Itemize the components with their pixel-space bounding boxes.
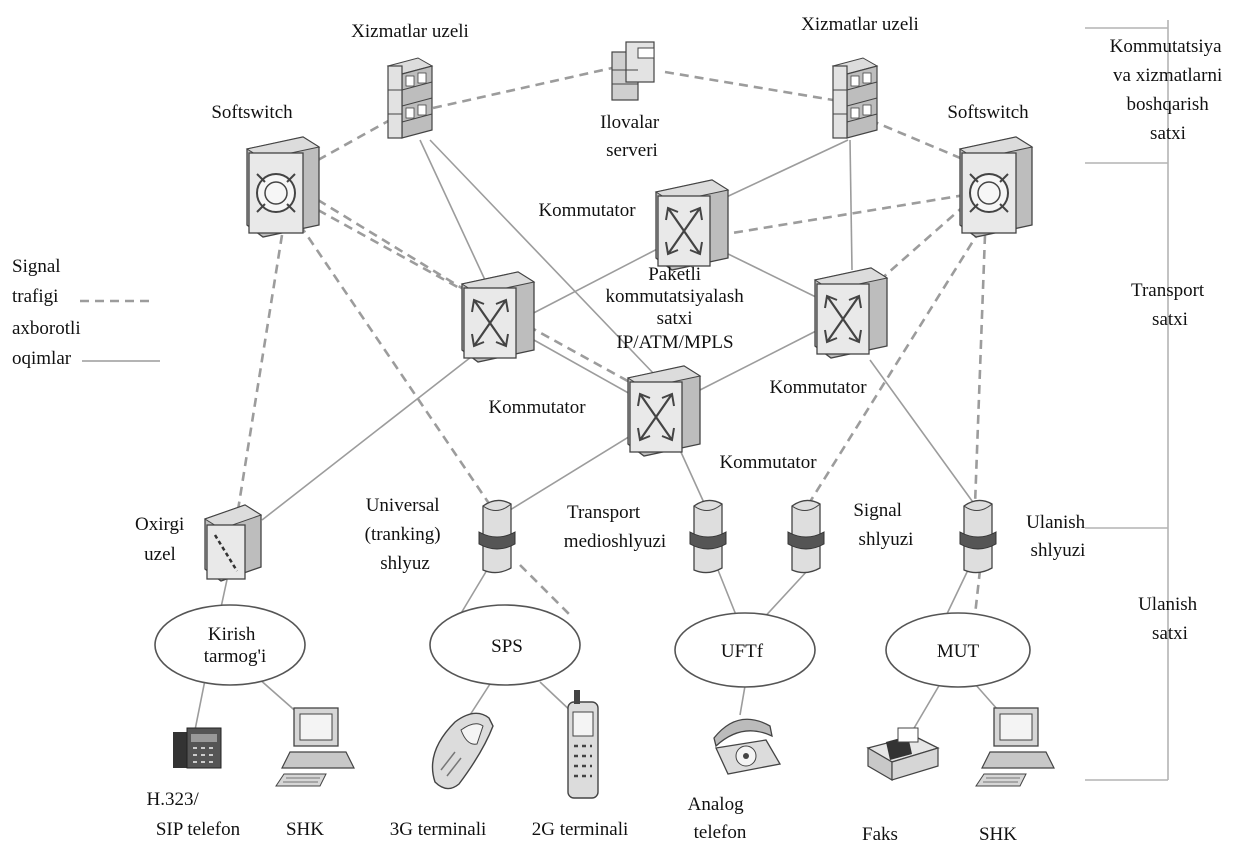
info-link: [739, 685, 746, 716]
analog-phone-icon: [713, 718, 782, 775]
mobile-3g-label: 3G terminali: [390, 819, 487, 840]
transport-gateway-icon: [689, 499, 727, 574]
app-server-icon: [611, 41, 655, 101]
switch-center-icon: [626, 364, 702, 458]
network-uftf-ellipse: [674, 612, 816, 688]
sig-link: [432, 66, 613, 110]
switch-top-icon: [654, 178, 730, 272]
sig-link: [519, 564, 571, 616]
switch-left-icon: [460, 270, 536, 364]
analog-phone-label: Analog telefon: [688, 794, 749, 843]
softswitch-left-icon: [246, 136, 320, 238]
service-node-left-label: Xizmatlar uzeli: [351, 21, 469, 42]
sig-link: [719, 193, 966, 237]
softswitch-right-icon: [959, 136, 1033, 238]
pc-left-icon: [275, 707, 355, 787]
layer-bracket: [1085, 20, 1169, 781]
info-link: [679, 449, 706, 506]
signal-gateway-icon: [787, 499, 825, 574]
network-mut-label: MUT: [937, 641, 980, 662]
fax-icon: [866, 727, 940, 782]
info-link: [717, 569, 739, 621]
sig-link: [664, 70, 834, 102]
pc-right-label: SHK: [979, 824, 1017, 845]
layer-control-label: Kommutatsiya va xizmatlarni boshqarish s…: [1110, 36, 1227, 144]
app-server-label: Ilovalar serveri: [600, 112, 664, 161]
sig-link: [973, 569, 982, 616]
info-link: [524, 334, 633, 396]
sig-link: [879, 204, 966, 281]
info-link: [759, 569, 809, 623]
network-sps-label: SPS: [491, 636, 523, 657]
packet-layer-label: Paketli kommutatsiyalash satxi IP/ATM/MP…: [605, 264, 748, 353]
labels: Xizmatlar uzeli Xizmatlar uzeli Ilovalar…: [12, 14, 1227, 845]
layer-access-label: Ulanish satxi: [1138, 594, 1202, 644]
mobile-2g-label: 2G terminali: [532, 819, 629, 840]
switch-left-label: Kommutator: [488, 397, 586, 418]
network-uftf-label: UFTf: [721, 641, 764, 662]
access-gateway-icon: [959, 499, 997, 574]
layer-transport-label: Transport satxi: [1131, 280, 1209, 330]
network-mut-ellipse: [885, 612, 1031, 688]
signal-gateway-label: Signal shlyuzi: [853, 500, 913, 550]
universal-gateway-label: Universal (tranking) shlyuz: [365, 495, 446, 574]
switch-right-icon: [813, 266, 889, 360]
legend: [80, 299, 160, 362]
sig-link: [973, 234, 987, 506]
legend-info-label: axborotli oqimlar: [12, 318, 85, 369]
sig-link: [236, 234, 284, 511]
end-node-label: Oxirgi uzel: [135, 514, 189, 565]
legend-signal-label: Signal trafigi: [12, 256, 65, 307]
sip-phone-icon: [173, 727, 222, 769]
info-link: [257, 677, 301, 716]
sig-link: [806, 229, 982, 506]
info-link: [869, 359, 976, 506]
info-link: [509, 429, 641, 511]
info-link: [699, 329, 819, 391]
service-node-right-label: Xizmatlar uzeli: [801, 14, 919, 35]
sip-phone-label: H.323/ SIP telefon: [147, 789, 241, 840]
sig-link: [869, 118, 966, 162]
transport-gateway-label: Transport medioshlyuzi: [564, 502, 666, 552]
mobile-3g-icon: [431, 712, 494, 790]
sig-link: [298, 224, 492, 506]
access-gateway-label: Ulanish shlyuzi: [1026, 512, 1090, 561]
fax-label: Faks: [862, 824, 898, 845]
service-node-left-icon: [387, 57, 433, 139]
pc-right-icon: [975, 707, 1055, 787]
info-link: [429, 139, 656, 376]
devices: [154, 41, 1055, 799]
info-link: [194, 679, 206, 731]
info-link: [719, 139, 849, 201]
info-link: [719, 249, 823, 301]
info-link: [469, 683, 491, 716]
info-link: [459, 564, 491, 616]
switch-right-label: Kommutator: [769, 377, 867, 398]
info-link: [849, 139, 853, 271]
universal-gateway-icon: [478, 499, 516, 574]
sig-link: [317, 118, 391, 162]
links: [194, 66, 1006, 736]
info-link: [419, 139, 486, 281]
mobile-2g-icon: [567, 690, 599, 799]
network-access-ellipse: [154, 604, 306, 686]
info-link: [909, 683, 941, 736]
switch-center-label: Kommutator: [719, 452, 817, 473]
network-sps-ellipse: [429, 604, 581, 686]
softswitch-right-label: Softswitch: [947, 102, 1029, 123]
softswitch-left-label: Softswitch: [211, 102, 293, 123]
sig-link: [317, 198, 466, 292]
info-link: [944, 569, 969, 619]
service-node-right-icon: [832, 57, 878, 139]
info-link: [261, 349, 481, 521]
network-access-label: Kirish tarmog'i: [204, 624, 267, 667]
switch-top-label: Kommutator: [538, 200, 636, 221]
pc-left-label: SHK: [286, 819, 324, 840]
end-node-icon: [203, 503, 263, 583]
info-link: [519, 244, 666, 321]
